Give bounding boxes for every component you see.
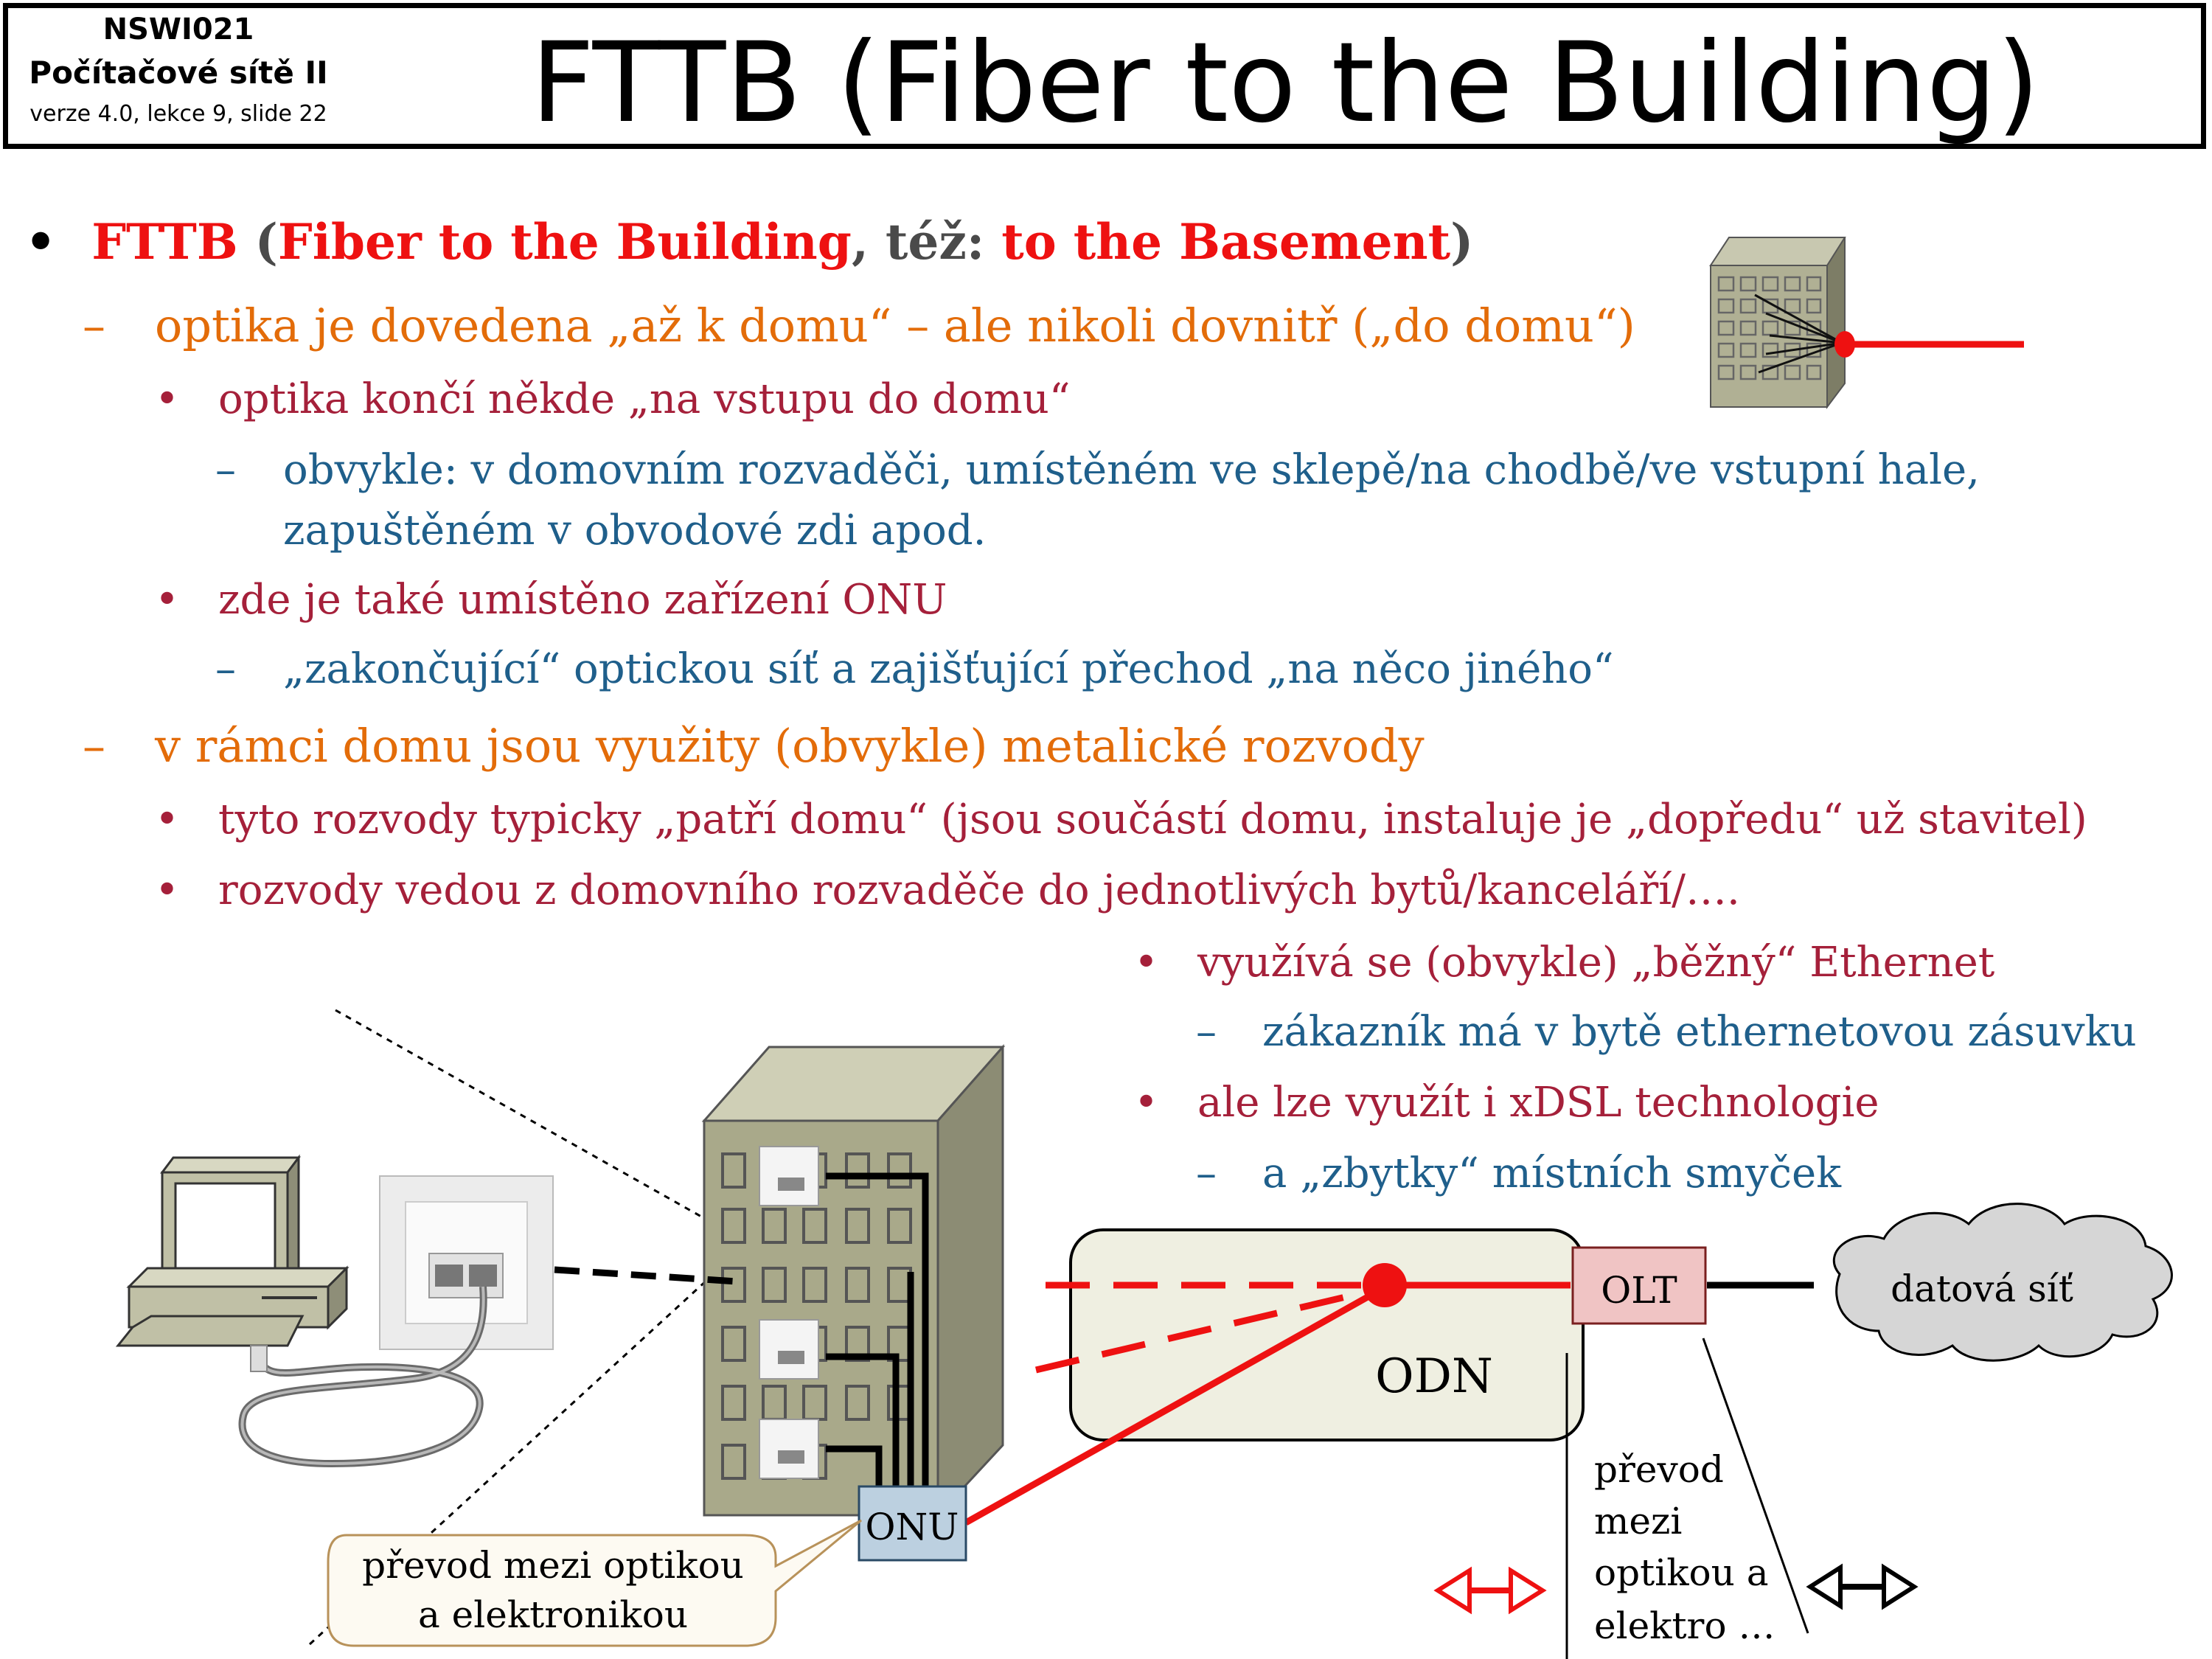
slide-title: FTTB (Fiber to the Building): [531, 19, 2040, 147]
bullet-l3-vedou: • rozvody vedou z domovního rozvaděče do …: [155, 866, 1740, 916]
guide-line-upper: [335, 1009, 709, 1222]
fiber-dashed-lower: [1034, 1284, 1388, 1374]
bullet-dot-icon: •: [155, 866, 180, 914]
bullet-l3-onu: • zde je také umístěno zařízení ONU: [155, 575, 947, 625]
fiber-to-building: Fiber to the Building: [277, 213, 852, 271]
bullet-l2-rozvody: –v rámci domu jsou využity (obvykle) met…: [83, 718, 1425, 774]
bullet-l4-obvykle: –obvykle: v domovním rozvaděči, umístěné…: [215, 439, 1980, 501]
bullet-text: ale lze využít i xDSL technologie: [1197, 1079, 1879, 1127]
paren-close: ): [1450, 213, 1474, 271]
bullet-dot-icon: •: [25, 213, 57, 271]
bullet-dot-icon: •: [1134, 939, 1159, 987]
olt-label: OLT: [1601, 1269, 1677, 1312]
bullet-text: rozvody vedou z domovního rozvaděče do j…: [218, 866, 1740, 914]
odn-label: ODN: [1375, 1349, 1493, 1404]
to-the-basement: to the Basement: [1001, 213, 1451, 271]
side-note-line3: optikou a: [1594, 1551, 1769, 1594]
slide-version: verze 4.0, lekce 9, slide 22: [29, 101, 327, 127]
side-note-line1: převod: [1594, 1448, 1724, 1491]
bullet-l3-patri: • tyto rozvody typicky „patří domu“ (jsou…: [155, 795, 2087, 845]
bullet-dot-icon: •: [155, 796, 180, 844]
paren-open: (: [237, 213, 278, 271]
bullet-text: tyto rozvody typicky „patří domu“ (jsou …: [218, 796, 2087, 844]
dash-icon: –: [83, 719, 105, 773]
bullet-dot-icon: •: [155, 375, 180, 423]
dash-icon: –: [83, 299, 105, 352]
ethernet-dashed-link: [554, 1266, 738, 1285]
dash-icon: –: [215, 645, 236, 693]
bullet-text: optika je dovedena „až k domu“ – ale nik…: [155, 299, 1635, 352]
computer-icon: [115, 1154, 349, 1347]
bullet-text: v rámci domu jsou využity (obvykle) meta…: [155, 719, 1425, 773]
small-building-icon: [1709, 237, 2024, 409]
bullet-text: „zakončující“ optickou síť a zajišťující…: [283, 645, 1614, 693]
bullet-dot-icon: •: [1134, 1079, 1159, 1127]
course-info: NSWI021 Počítačové sítě II verze 4.0, le…: [9, 9, 348, 133]
course-code: NSWI021: [102, 13, 254, 46]
also-text: , též:: [851, 213, 1002, 271]
bullet-level1-fttb: • FTTB (Fiber to the Building, též: to th…: [25, 212, 1473, 271]
onu-label: ONU: [866, 1506, 959, 1548]
bullet-l2-optika: –optika je dovedena „až k domu“ – ale ni…: [83, 298, 1635, 354]
callout-line2: a elektronikou: [418, 1593, 688, 1636]
callout-bubble: [327, 1519, 862, 1647]
side-divider-slanted: [1702, 1338, 1809, 1634]
fiber-to-onu: [964, 1284, 1387, 1526]
building-socket-icons: [759, 1146, 819, 1479]
bullet-text: zákazník má v bytě ethernetovou zásuvku: [1262, 1008, 2137, 1056]
bullet-text: využívá se (obvykle) „běžný“ Ethernet: [1197, 939, 1995, 987]
olt-box: [1571, 1246, 1707, 1325]
ethernet-wall-socket-icon: [238, 1175, 554, 1468]
bullet-l4-smycky: –a „zbytky“ místních smyček: [1196, 1143, 1841, 1205]
dash-icon: –: [1196, 1008, 1217, 1056]
course-name: Počítačové sítě II: [29, 55, 328, 91]
metallic-wiring: [826, 1172, 929, 1489]
bullet-l3-ethernet: • využívá se (obvykle) „běžný“ Ethernet: [1134, 938, 1994, 988]
guide-line-lower: [308, 1278, 709, 1646]
cloud-label: datová síť: [1891, 1267, 2073, 1310]
callout-line1: převod mezi optikou: [362, 1544, 744, 1587]
bullet-dot-icon: •: [155, 576, 180, 624]
header-frame: [3, 3, 2206, 149]
bullet-l4-zasuvka: –zákazník má v bytě ethernetovou zásuvku: [1196, 1001, 2137, 1063]
dash-icon: –: [215, 446, 236, 494]
bullet-l4-obvykle-cont: zapuštěném v obvodové zdi apod.: [283, 507, 987, 554]
splitter-icon: [1363, 1263, 1407, 1307]
fttb-term: FTTB: [91, 213, 238, 271]
red-double-arrow-icon: [1433, 1566, 1547, 1615]
bullet-l4-zakoncujici: –„zakončující“ optickou síť a zajišťujíc…: [215, 639, 1614, 700]
bullet-l3-konci: • optika končí někde „na vstupu do domu“: [155, 375, 1070, 425]
bullet-text: optika končí někde „na vstupu do domu“: [218, 375, 1071, 423]
dash-icon: –: [1196, 1150, 1217, 1197]
apartment-building-icon: [701, 1044, 1006, 1518]
bullet-text: obvykle: v domovním rozvaděči, umístěném…: [283, 446, 1980, 494]
side-note-line4: elektro …: [1594, 1604, 1775, 1647]
bullet-text: zde je také umístěno zařízení ONU: [218, 576, 947, 624]
bullet-text: a „zbytky“ místních smyček: [1262, 1150, 1842, 1197]
bullet-l3-xdsl: • ale lze využít i xDSL technologie: [1134, 1078, 1879, 1128]
odn-box: [1069, 1228, 1585, 1441]
black-double-arrow-icon: [1806, 1563, 1919, 1610]
side-note-line2: mezi: [1594, 1500, 1682, 1543]
data-network-cloud-icon: [1833, 1203, 2173, 1362]
